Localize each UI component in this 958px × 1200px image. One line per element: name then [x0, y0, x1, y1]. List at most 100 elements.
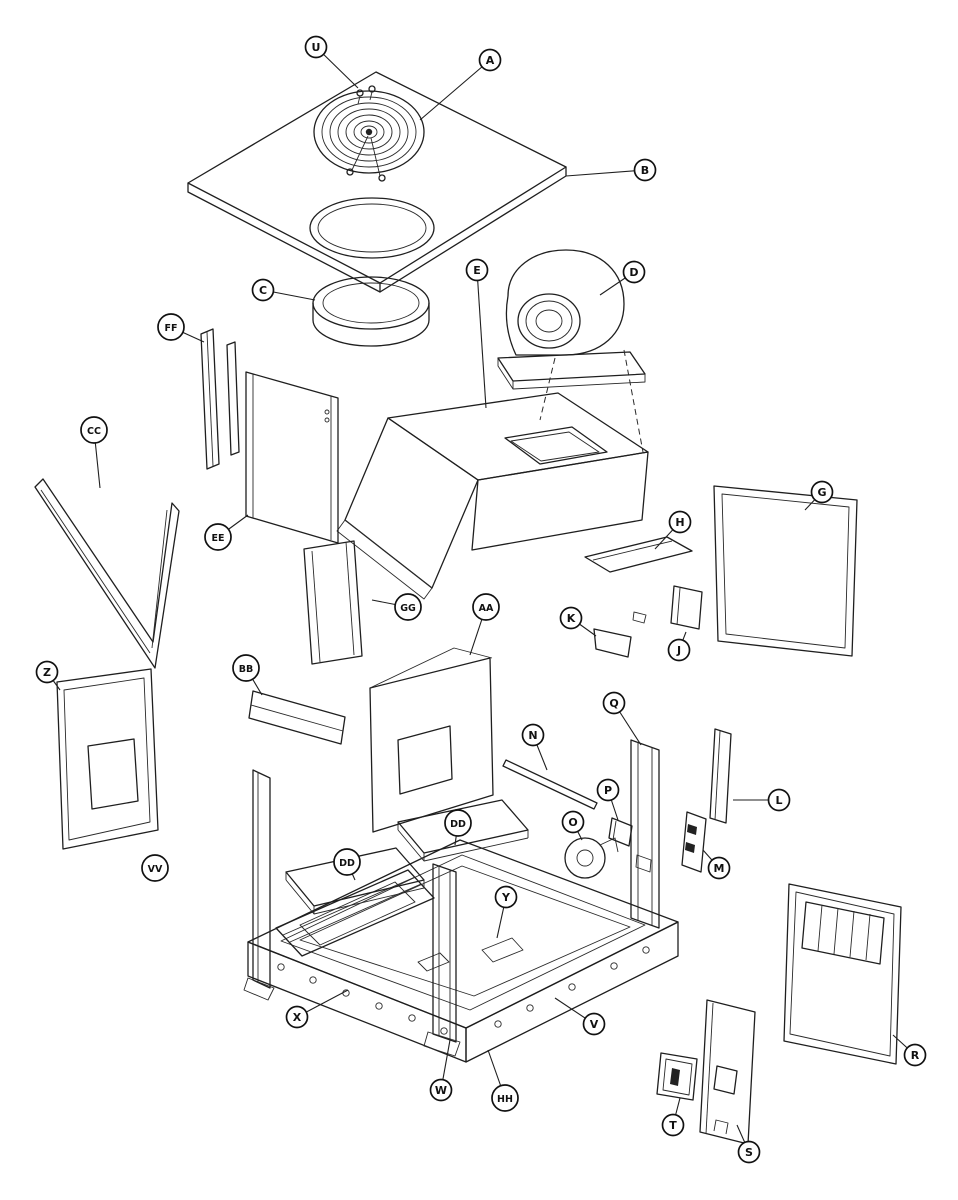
svg-text:Y: Y	[501, 891, 511, 904]
svg-text:M: M	[714, 862, 725, 875]
part-s-access-panel	[699, 999, 756, 1145]
svg-text:FF: FF	[165, 323, 178, 334]
callout-s: S	[736, 1124, 761, 1164]
callout-bb: BB	[232, 654, 263, 696]
svg-text:R: R	[911, 1049, 920, 1062]
part-d-blower-assembly	[497, 249, 646, 453]
svg-text:D: D	[629, 266, 638, 279]
part-z-panel	[56, 668, 159, 850]
part-r-louvered-panel	[783, 883, 902, 1065]
callout-j: J	[667, 631, 691, 662]
callout-gg: GG	[371, 593, 422, 621]
callout-r: R	[892, 1034, 927, 1067]
svg-text:AA: AA	[479, 603, 494, 614]
part-o-motor	[564, 837, 619, 879]
callout-g: G	[804, 480, 834, 511]
svg-text:B: B	[641, 164, 649, 177]
svg-text:S: S	[745, 1146, 753, 1159]
svg-text:E: E	[473, 264, 481, 277]
part-dd-pad-upper	[397, 799, 529, 862]
part-k-wedge	[593, 611, 647, 658]
part-j-bracket	[670, 585, 703, 630]
svg-text:J: J	[676, 644, 681, 657]
diagram-artwork	[34, 71, 902, 1145]
base-skirt-holes	[277, 946, 650, 1035]
svg-text:DD: DD	[450, 819, 466, 830]
part-g-side-panel	[713, 485, 858, 657]
svg-text:Q: Q	[609, 697, 618, 710]
part-aa-partition-panel	[369, 647, 494, 833]
callout-z: Z	[35, 660, 61, 691]
callout-a: A	[419, 48, 502, 121]
callout-m: M	[702, 849, 731, 880]
svg-text:O: O	[568, 816, 577, 829]
part-m-strip	[681, 811, 707, 873]
svg-text:X: X	[293, 1011, 302, 1024]
svg-text:U: U	[312, 41, 321, 54]
svg-text:GG: GG	[400, 603, 416, 614]
svg-text:T: T	[669, 1119, 677, 1132]
svg-text:Z: Z	[43, 666, 51, 679]
callout-u: U	[304, 35, 359, 89]
svg-text:N: N	[528, 729, 537, 742]
part-ee-side-panel	[245, 371, 339, 544]
callout-dd: DD	[333, 848, 361, 881]
callout-y: Y	[494, 885, 518, 939]
part-bb-channel	[248, 690, 346, 745]
part-t-switch-plate	[656, 1052, 698, 1101]
part-base-pan-assembly	[247, 839, 679, 1063]
svg-text:HH: HH	[497, 1094, 513, 1105]
svg-text:A: A	[486, 54, 495, 67]
svg-text:P: P	[604, 784, 612, 797]
part-corner-post-left	[243, 769, 275, 1001]
part-q-corner-post	[630, 739, 660, 929]
callout-v: V	[554, 997, 606, 1036]
svg-text:H: H	[675, 516, 684, 529]
callout-c: C	[251, 278, 316, 302]
callout-b: B	[565, 158, 657, 182]
callout-p: P	[596, 778, 620, 821]
callout-q: Q	[602, 691, 642, 746]
svg-text:VV: VV	[148, 864, 163, 875]
svg-text:L: L	[775, 794, 782, 807]
callout-x: X	[285, 989, 349, 1029]
callout-ff: FF	[157, 313, 205, 343]
part-e-plenum-assembly	[336, 392, 649, 600]
base-floor-fittings	[417, 937, 524, 972]
callout-cc: CC	[80, 416, 108, 489]
callout-k: K	[559, 606, 597, 637]
callout-h: H	[654, 510, 692, 550]
part-gg-duct-channel	[303, 540, 363, 665]
callout-dd: DD	[444, 809, 472, 846]
callout-o: O	[561, 810, 585, 841]
part-fan-opening	[309, 197, 435, 259]
callout-t: T	[661, 1097, 685, 1137]
svg-text:K: K	[567, 612, 576, 625]
callout-e: E	[465, 258, 489, 409]
callout-hh: HH	[487, 1049, 519, 1112]
svg-text:CC: CC	[87, 426, 101, 437]
svg-text:BB: BB	[239, 664, 253, 675]
part-u-mounting-screws	[346, 85, 386, 182]
part-h-flat-panel	[584, 536, 693, 573]
svg-text:V: V	[590, 1018, 599, 1031]
svg-text:EE: EE	[212, 533, 225, 544]
part-w-corner-post	[423, 863, 461, 1057]
callout-d: D	[599, 260, 646, 296]
svg-text:W: W	[435, 1084, 447, 1097]
callout-n: N	[521, 723, 548, 771]
part-ff-corner-trim	[200, 328, 240, 470]
callout-ee: EE	[204, 514, 249, 551]
part-b-top-panel	[187, 71, 567, 293]
part-p-bracket	[608, 817, 633, 847]
svg-text:DD: DD	[339, 858, 355, 869]
part-cc-corner-wrap	[34, 478, 180, 669]
callout-vv: VV	[141, 854, 169, 882]
callout-w: W	[429, 1039, 453, 1102]
callout-aa: AA	[469, 593, 500, 656]
part-l-strip	[709, 728, 732, 824]
callout-l: L	[733, 788, 791, 812]
